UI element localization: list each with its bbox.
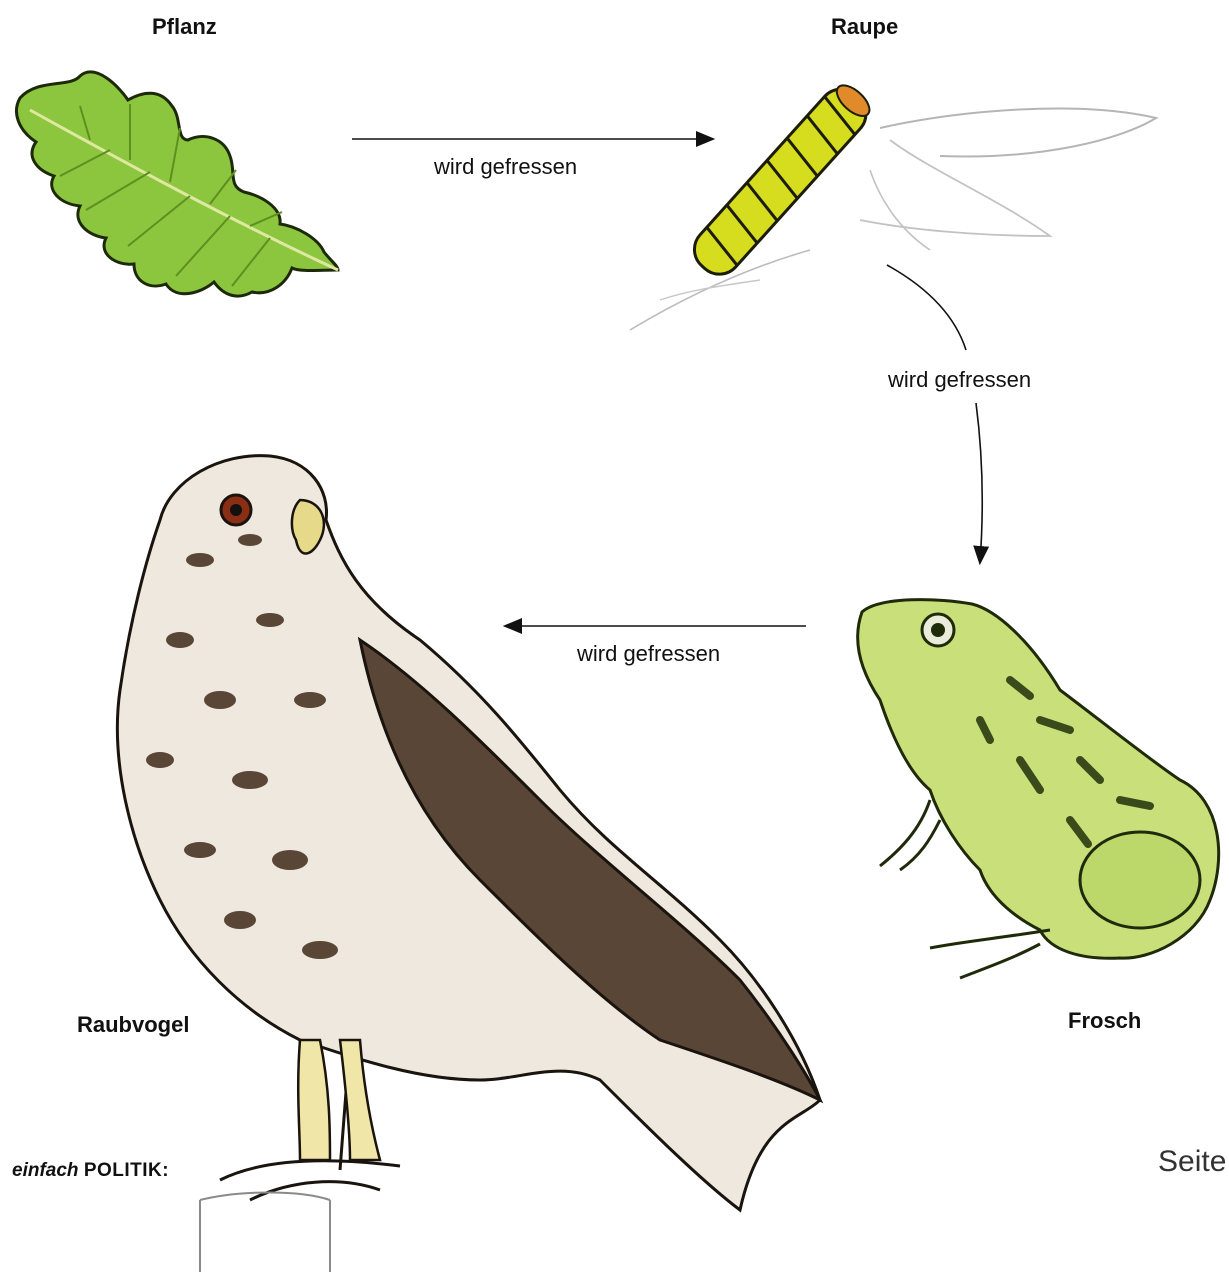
brand-italic: einfach [12, 1160, 79, 1181]
arrow-caterpillar-to-frog-lower [976, 403, 982, 562]
bird-of-prey-illustration [117, 456, 820, 1272]
caterpillar-illustration [630, 77, 1156, 330]
page-number-label: Seite [1158, 1145, 1226, 1179]
publisher-brand: einfach POLITIK: [12, 1160, 169, 1182]
brand-caps: POLITIK: [84, 1160, 169, 1181]
frog-illustration [858, 600, 1219, 978]
oak-leaf-illustration [17, 72, 338, 296]
arrow-caterpillar-to-frog-upper [887, 265, 966, 350]
